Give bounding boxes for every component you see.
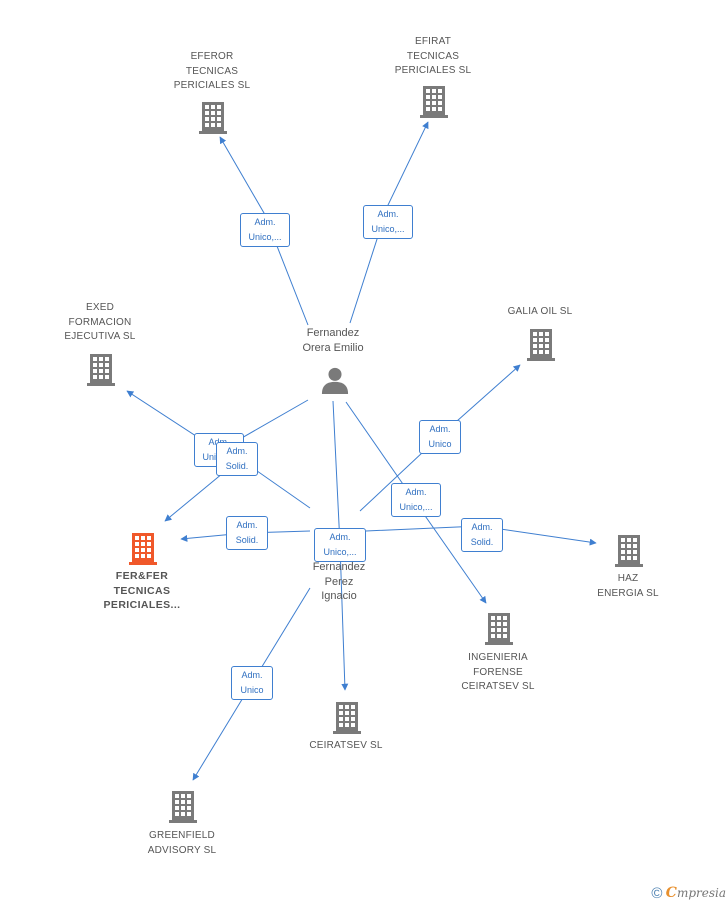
edge-label-orera-ingenieria[interactable]: Adm. Unico,... bbox=[391, 483, 441, 517]
copyright-icon: © bbox=[651, 885, 663, 902]
edge-label-orera-ceiratsev[interactable]: Adm. Unico,... bbox=[314, 528, 366, 562]
company-label-ferfer[interactable]: FER&FER TECNICAS PERICIALES... bbox=[103, 570, 181, 611]
edge-label-orera-ferfer[interactable]: Adm. Solid. bbox=[216, 442, 258, 476]
edge-label-perez-ferfer[interactable]: Adm. Solid. bbox=[226, 516, 268, 550]
company-label-ceiratsev[interactable]: CEIRATSEV SL bbox=[309, 740, 383, 751]
nodes-layer bbox=[87, 86, 643, 823]
building-icon[interactable] bbox=[333, 702, 361, 734]
company-label-eferor[interactable]: EFEROR TECNICAS PERICIALES SL bbox=[173, 51, 251, 91]
edge-label-perez-galia[interactable]: Adm. Unico bbox=[419, 420, 461, 454]
building-icon[interactable] bbox=[420, 86, 448, 118]
company-label-efirat[interactable]: EFIRAT TECNICAS PERICIALES SL bbox=[394, 36, 472, 76]
building-icon[interactable] bbox=[169, 791, 197, 823]
edge-label-orera-eferor[interactable]: Adm. Unico,... bbox=[240, 213, 290, 247]
person-label-fernandez-perez[interactable]: Fernandez Perez Ignacio bbox=[312, 561, 366, 602]
person-label-fernandez-orera[interactable]: Fernandez Orera Emilio bbox=[302, 327, 364, 354]
brand-name: mpresia bbox=[676, 886, 726, 900]
building-icon[interactable] bbox=[485, 613, 513, 645]
edge-label-perez-haz[interactable]: Adm. Solid. bbox=[461, 518, 503, 552]
building-icon[interactable] bbox=[129, 533, 157, 565]
company-label-galia[interactable]: GALIA OIL SL bbox=[507, 306, 573, 317]
person-icon[interactable] bbox=[321, 367, 349, 394]
edge-label-perez-greenfield[interactable]: Adm. Unico bbox=[231, 666, 273, 700]
building-icon[interactable] bbox=[199, 102, 227, 134]
building-icon[interactable] bbox=[87, 354, 115, 386]
building-icon[interactable] bbox=[527, 329, 555, 361]
company-label-greenfield[interactable]: GREENFIELD ADVISORY SL bbox=[147, 830, 217, 856]
company-label-haz[interactable]: HAZ ENERGIA SL bbox=[597, 573, 659, 599]
brand-initial: C bbox=[665, 885, 677, 901]
empresia-logo[interactable]: © Cmpresia bbox=[651, 885, 726, 902]
company-label-exed[interactable]: EXED FORMACION EJECUTIVA SL bbox=[64, 302, 136, 342]
building-icon[interactable] bbox=[615, 535, 643, 567]
company-label-ingenieria[interactable]: INGENIERIA FORENSE CEIRATSEV SL bbox=[461, 652, 535, 692]
edge-label-orera-efirat[interactable]: Adm. Unico,... bbox=[363, 205, 413, 239]
